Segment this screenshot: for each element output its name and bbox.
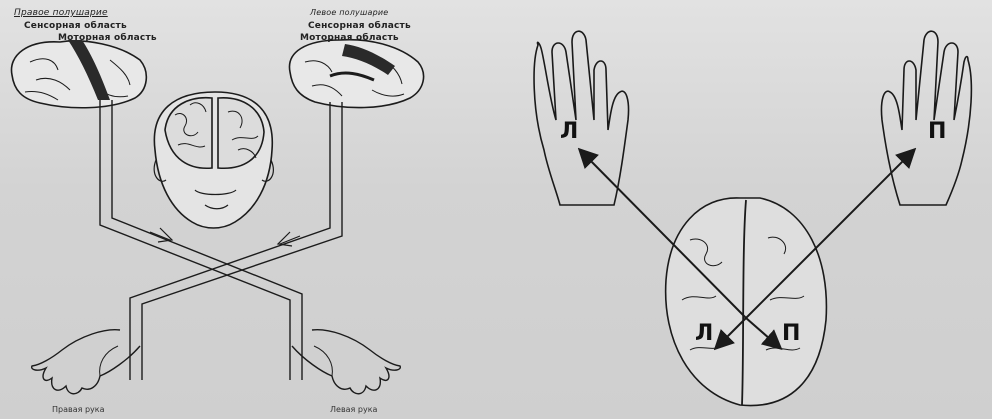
- right-hemisphere-diagram: [11, 40, 146, 108]
- left-hand-letter: Л: [560, 119, 578, 144]
- right-hemisphere-title: Правое полушарие: [14, 8, 108, 18]
- right-hand-caption: Левая рука: [330, 405, 377, 414]
- left-hemisphere-diagram: [289, 40, 423, 108]
- right-hand-left-figure: [32, 330, 140, 394]
- brain-left-letter: Л: [695, 321, 713, 346]
- right-motor-area-label: Моторная область: [58, 33, 157, 43]
- left-sensory-area-label: Сенсорная область: [308, 21, 411, 31]
- right-figure: [534, 31, 971, 405]
- left-hand-left-figure: [292, 330, 400, 394]
- left-hemisphere-title: Левое полушарие: [310, 8, 388, 17]
- left-figure: [11, 40, 423, 394]
- right-sensory-area-label: Сенсорная область: [24, 21, 127, 31]
- brain-right-letter: П: [782, 321, 800, 346]
- right-hand-letter: П: [928, 119, 946, 144]
- right-raised-hand: [881, 31, 971, 205]
- head-illustration: [154, 92, 273, 228]
- left-motor-area-label: Моторная область: [300, 33, 399, 43]
- left-hand-caption: Правая рука: [52, 405, 105, 414]
- brain-top-view: [666, 198, 827, 406]
- left-raised-hand: [534, 31, 628, 205]
